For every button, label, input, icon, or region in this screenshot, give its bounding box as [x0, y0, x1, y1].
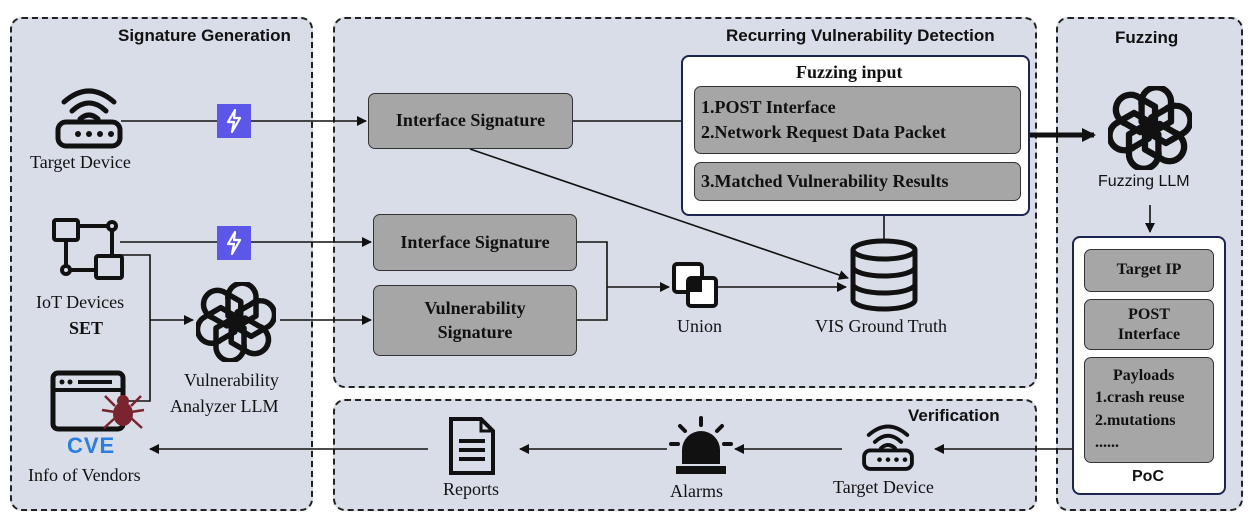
iot-set-label: SET	[69, 318, 104, 338]
info-vendors-label: Info of Vendors	[28, 465, 141, 485]
router-icon	[55, 88, 123, 149]
verification-title: Verification	[908, 406, 1000, 425]
analyzer-label-line1: Vulnerability	[184, 370, 279, 390]
post-line2: Interface	[1117, 325, 1181, 343]
alarm-siren-icon	[669, 416, 733, 474]
fuzzing-input-items: 1.POST Interface 2.Network Request Data …	[694, 86, 1021, 154]
database-icon	[850, 238, 918, 312]
signature-generation-title: Signature Generation	[118, 26, 291, 45]
fuzzing-llm-label: Fuzzing LLM	[1098, 173, 1190, 190]
union-icon	[672, 262, 718, 308]
post-line1: POST	[1128, 305, 1170, 323]
fuzzing-input-item2: 2.Network Request Data Packet	[701, 122, 946, 142]
router-icon	[862, 424, 914, 471]
bolt-icon	[217, 104, 251, 138]
bolt-icon	[217, 226, 251, 260]
vulnerability-signature-box: Vulnerability Signature	[373, 285, 577, 356]
union-label: Union	[677, 316, 722, 336]
cve-logo: CVE	[67, 433, 116, 458]
fuzzing-input-item1: 1.POST Interface	[701, 96, 836, 117]
post-interface-box: POST Interface	[1084, 299, 1214, 350]
alarms-label: Alarms	[670, 481, 723, 501]
analyzer-label-line2: Analyzer LLM	[170, 396, 279, 416]
vuln-sig-line1: Vulnerability	[424, 298, 526, 319]
fuzzing-input-item3-box: 3.Matched Vulnerability Results	[694, 162, 1021, 201]
fuzzing-title: Fuzzing	[1115, 28, 1179, 47]
payloads-title: Payloads	[1113, 367, 1175, 384]
payload-crash-reuse: 1.crash reuse	[1095, 389, 1185, 407]
vuln-sig-line2: Signature	[437, 321, 513, 342]
spider-icon	[101, 395, 145, 429]
target-ip-box: Target IP	[1084, 249, 1214, 292]
interface-signature-box-mid: Interface Signature	[373, 214, 577, 271]
fuzzing-input-title: Fuzzing input	[796, 62, 903, 82]
verification-target-device-label: Target Device	[833, 477, 934, 497]
iot-network-icon	[52, 218, 124, 280]
poc-label: PoC	[1132, 468, 1164, 485]
payload-ellipsis: ......	[1095, 434, 1119, 452]
payload-mutations: 2.mutations	[1095, 411, 1176, 429]
recurring-detection-title: Recurring Vulnerability Detection	[726, 26, 995, 45]
iot-devices-label: IoT Devices	[36, 292, 125, 312]
report-document-icon	[449, 417, 495, 475]
llm-knot-icon	[196, 282, 276, 362]
payloads-box: Payloads 1.crash reuse 2.mutations .....…	[1084, 357, 1214, 463]
target-device-label: Target Device	[30, 152, 131, 172]
reports-label: Reports	[443, 479, 499, 499]
vis-ground-truth-label: VIS Ground Truth	[815, 316, 948, 336]
interface-signature-box-top: Interface Signature	[368, 93, 573, 149]
fuzzing-llm-icon	[1108, 86, 1192, 170]
